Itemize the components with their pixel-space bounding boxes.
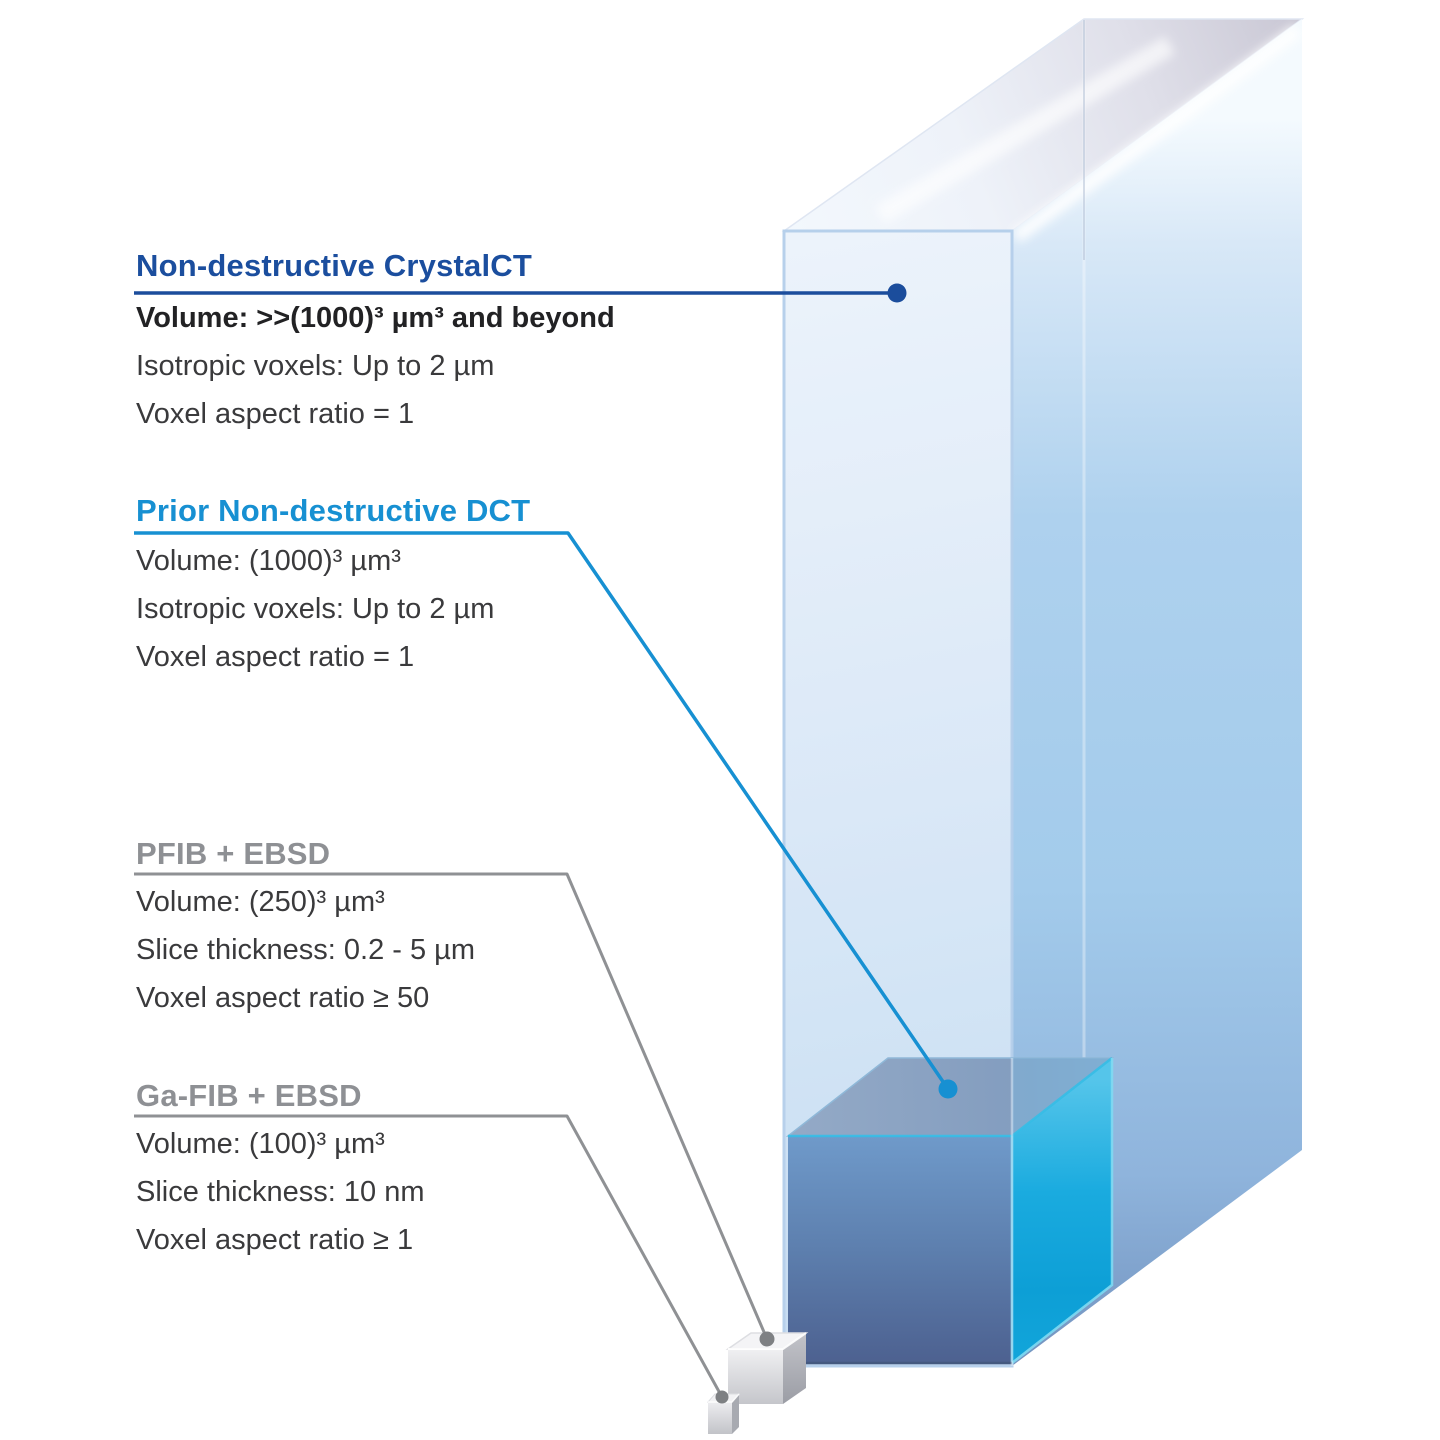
right-face-edge-glow [1011, 24, 1303, 243]
dct-volume-cube [785, 1057, 1115, 1366]
gafib-aspect-line: Voxel aspect ratio ≥ 1 [136, 1224, 414, 1256]
gafib-cube-edge-highlight [708, 1393, 740, 1403]
crystalct-voxel-line: Isotropic voxels: Up to 2 µm [136, 350, 495, 382]
crystalct-leader-dot [887, 283, 907, 303]
pfib-cube-front-face [728, 1349, 783, 1404]
gafib-slice-line: Slice thickness: 10 nm [136, 1176, 425, 1208]
dct-leader-dot [938, 1079, 958, 1099]
dct-voxel-line: Isotropic voxels: Up to 2 µm [136, 593, 495, 625]
crystalct-volume-line: Volume: >>(1000)³ µm³ and beyond [136, 302, 615, 334]
dct-heading: Prior Non-destructive DCT [136, 493, 531, 528]
dct-leader-line [134, 531, 950, 1090]
gafib-volume-line: Volume: (100)³ µm³ [136, 1128, 385, 1160]
gafib-heading: Ga-FIB + EBSD [136, 1078, 362, 1113]
pfib-volume-line: Volume: (250)³ µm³ [136, 886, 385, 918]
pfib-cube-right-face [783, 1333, 806, 1404]
gafib-cube-right-face [732, 1394, 739, 1434]
gafib-cube-front-face [708, 1402, 732, 1434]
pfib-leader-dot [759, 1331, 775, 1347]
dct-cube-outer-edges [1011, 1058, 1114, 1364]
dct-cube-front-face [788, 1136, 1012, 1363]
crystalct-aspect-line: Voxel aspect ratio = 1 [136, 398, 415, 430]
pfib-cube-edge-highlight [728, 1332, 807, 1350]
pfib-leader-line [134, 872, 769, 1340]
crystalct-heading: Non-destructive CrystalCT [136, 248, 533, 283]
gafib-leader-dot [715, 1390, 729, 1404]
pfib-slice-line: Slice thickness: 0.2 - 5 µm [136, 934, 476, 966]
top-face-sheen [874, 36, 1176, 224]
dct-cube-right-face [1012, 1058, 1112, 1363]
pfib-heading: PFIB + EBSD [136, 836, 331, 871]
pfib-aspect-line: Voxel aspect ratio ≥ 50 [136, 982, 430, 1014]
dct-aspect-line: Voxel aspect ratio = 1 [136, 641, 415, 673]
crystalct-box-right-face [1012, 19, 1302, 1366]
gafib-leader-line [134, 1114, 724, 1398]
dct-volume-line: Volume: (1000)³ µm³ [136, 545, 401, 577]
